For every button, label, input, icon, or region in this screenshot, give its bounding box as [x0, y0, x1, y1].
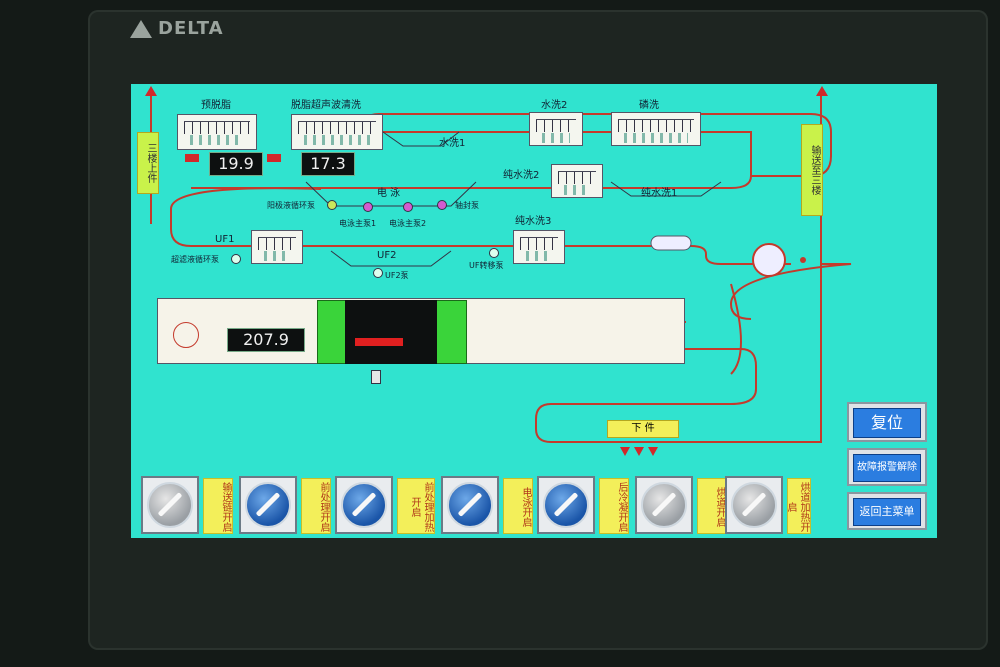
main-menu-button[interactable]: 返回主菜单 — [847, 492, 927, 530]
label-water-wash1: 水洗1 — [439, 138, 466, 149]
switch-bar: 输送链开启 前处理开启 前处理加热开启 电泳开启 后冷凝开启 烘道开启 烘道加热… — [141, 476, 811, 538]
label-electrophoresis: 电 泳 — [377, 188, 401, 199]
main-menu-label: 返回主菜单 — [853, 498, 921, 526]
alarm-clear-label: 故障报警解除 — [853, 454, 921, 482]
pump-ep1-icon[interactable] — [363, 202, 373, 212]
rotary-switch-icon — [341, 482, 387, 528]
label-anode-pump: 阳极液循环泵 — [267, 201, 315, 210]
temp-display-2: 17.3 — [301, 152, 355, 176]
label-phosphating: 磷洗 — [639, 100, 659, 111]
rotary-switch-icon — [447, 482, 493, 528]
switch-pretreatment[interactable] — [239, 476, 297, 534]
tank-uf1 — [251, 230, 303, 264]
rotary-switch-icon — [731, 482, 777, 528]
switch-conveyor-label: 输送链开启 — [203, 478, 233, 534]
switch-oven-heating[interactable] — [725, 476, 783, 534]
switch-oven[interactable] — [635, 476, 693, 534]
label-shaft-pump: 轴封泵 — [455, 201, 479, 210]
switch-pretreat-heating-label: 前处理加热开启 — [397, 478, 435, 534]
reset-button[interactable]: 复位 — [847, 402, 927, 442]
delta-logo-icon — [130, 19, 152, 38]
tank-pure-water3 — [513, 230, 565, 264]
brand-text: DELTA — [158, 18, 224, 39]
tank-pure-water2 — [551, 164, 603, 198]
alarm-clear-button[interactable]: 故障报警解除 — [847, 448, 927, 486]
switch-pretreat-heating[interactable] — [335, 476, 393, 534]
label-pre-degreasing: 预脱脂 — [201, 100, 231, 111]
label-ultrasonic: 脱脂超声波清洗 — [291, 100, 361, 111]
label-uf2-pump: UF2泵 — [385, 271, 409, 280]
oven-burner — [345, 300, 437, 364]
oven-temp-display: 207.9 — [227, 328, 305, 352]
pump-uf2-icon[interactable] — [373, 268, 383, 278]
tank-water-wash2 — [529, 112, 583, 146]
tank-ultrasonic — [291, 114, 383, 150]
unload-station-label: 下 件 — [607, 420, 679, 438]
rotary-switch-icon — [245, 482, 291, 528]
temp-display-1: 19.9 — [209, 152, 263, 176]
pump-uf-transfer-icon[interactable] — [489, 248, 499, 258]
switch-oven-heating-label: 烘道加热开启 — [785, 478, 811, 534]
rotary-switch-icon — [543, 482, 589, 528]
pump-shaft-icon[interactable] — [437, 200, 447, 210]
switch-electrophoresis[interactable] — [441, 476, 499, 534]
tank-phosphating — [611, 112, 701, 146]
pump-anode-icon[interactable] — [327, 200, 337, 210]
switch-post-cooling-label: 后冷凝开启 — [599, 478, 629, 534]
right-station-tag: 输送至三楼 — [801, 124, 823, 216]
label-filter-pump: 超滤液循环泵 — [171, 255, 219, 264]
label-pure-water1: 纯水洗1 — [641, 188, 678, 199]
label-water-wash2: 水洗2 — [541, 100, 568, 111]
label-pure-water2: 纯水洗2 — [503, 170, 540, 181]
switch-conveyor[interactable] — [141, 476, 199, 534]
hmi-screen: 预脱脂 脱脂超声波清洗 水洗2 磷洗 水洗1 纯水洗2 纯水洗1 电 泳 纯水洗… — [131, 84, 937, 538]
flame-icon — [355, 338, 403, 346]
fan-icon[interactable] — [371, 370, 381, 384]
pump-filter-icon[interactable] — [231, 254, 241, 264]
pump-ep2-icon[interactable] — [403, 202, 413, 212]
label-uf1: UF1 — [215, 234, 235, 245]
switch-electrophoresis-label: 电泳开启 — [503, 478, 533, 534]
switch-post-cooling[interactable] — [537, 476, 595, 534]
label-ep-pump1: 电泳主泵1 — [339, 219, 377, 228]
label-pure-water3: 纯水洗3 — [515, 216, 552, 227]
heater-icon — [267, 154, 281, 162]
label-ep-pump2: 电泳主泵2 — [389, 219, 427, 228]
switch-pretreatment-label: 前处理开启 — [301, 478, 331, 534]
label-uf-transfer-pump: UF转移泵 — [469, 261, 504, 270]
tank-pre-degreasing — [177, 114, 257, 150]
brand-logo: DELTA — [130, 18, 224, 39]
rotary-switch-icon — [147, 482, 193, 528]
label-uf2: UF2 — [377, 250, 397, 261]
oven-roller-icon — [173, 322, 199, 348]
reset-button-label: 复位 — [853, 408, 921, 438]
left-station-tag: 三楼上件 — [137, 132, 159, 194]
rotary-switch-icon — [641, 482, 687, 528]
heater-icon — [185, 154, 199, 162]
switch-oven-label: 烘道开启 — [697, 478, 727, 534]
